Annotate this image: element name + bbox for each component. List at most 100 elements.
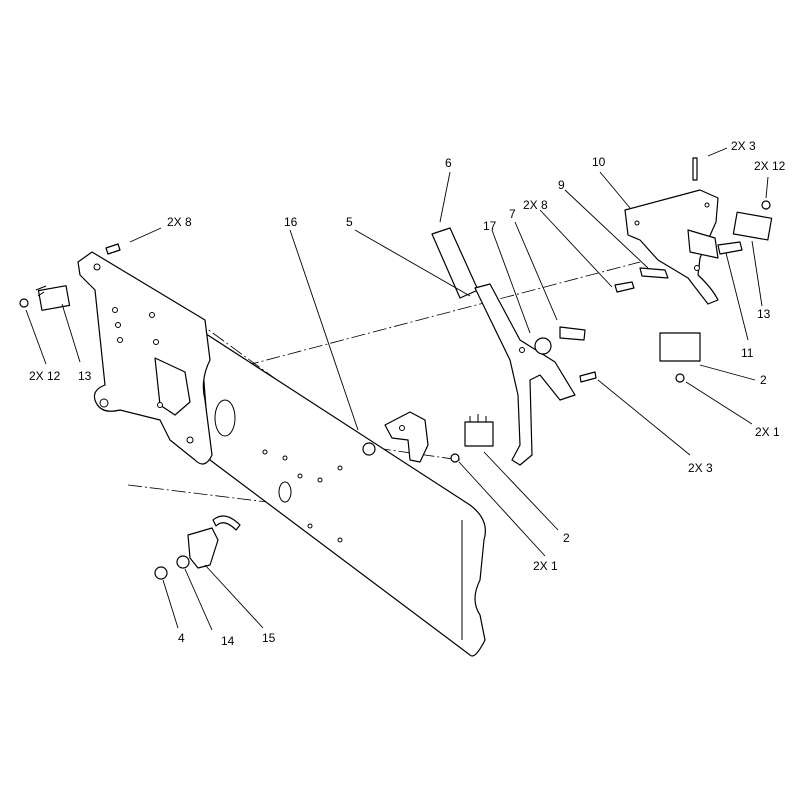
left-plate-cutout [154,357,191,416]
lever-assembly [431,227,597,466]
leader-5 [354,229,471,297]
leader-1-right [685,381,753,425]
plate-hole [157,402,163,408]
plate-hole [186,436,194,444]
lower-right-switch-assembly [659,332,701,383]
frame-hole [214,399,236,437]
label-15: 15 [262,631,276,645]
frame-hole [278,481,292,503]
leader-7 [514,221,558,321]
leader-8-right [539,209,613,288]
label-4: 4 [178,631,185,645]
left-switch-body [37,285,71,311]
bolt-11 [717,241,743,255]
leader-13-right [751,240,763,307]
frame-hole [337,465,343,471]
plate-hole [117,337,123,343]
screw-3-top [692,157,698,181]
leader-2-right [699,364,756,381]
right-nut [761,200,771,210]
label-2-mid: 2 [563,531,570,545]
middle-switch-assembly [450,414,494,463]
washer-14 [176,555,190,569]
label-2x1-right: 2X 1 [755,425,780,439]
leader-lines [25,147,769,631]
leader-10 [599,171,631,209]
label-2x3-top: 2X 3 [731,139,756,153]
lever-hole [519,347,525,353]
bracket-hole [694,265,700,271]
screw-3-mid [579,371,597,383]
leader-2-mid [483,451,559,531]
left-plate-outline [77,251,213,465]
washer-17 [534,337,552,355]
leader-3-mid [597,379,691,456]
label-17: 17 [483,219,497,233]
hex-nut-16 [362,442,376,456]
center-line-upper [159,261,641,389]
bracket-hole [399,425,405,431]
nut-4 [154,566,168,580]
middle-nut [450,453,460,463]
label-2x8-right: 2X 8 [523,198,548,212]
left-switch-terminals [35,285,47,297]
screw-8-right [614,281,635,293]
middle-switch-body [464,421,494,447]
leader-4 [162,579,179,629]
center-bracket [362,411,429,463]
frame-hole [262,449,268,455]
lever-arm-5 [474,283,576,466]
frame-panel [199,329,486,657]
label-2x1-mid: 2X 1 [533,559,558,573]
middle-switch-terminals [469,414,487,422]
frame-hole [297,473,303,479]
leader-17 [491,229,531,334]
left-mounting-plate [77,251,213,465]
label-13-right: 13 [757,307,771,321]
label-11: 11 [741,346,754,360]
leader-3-top [707,147,728,157]
label-16: 16 [284,215,298,229]
frame-hole [337,537,343,543]
frame-hole [317,477,323,483]
right-switch-assembly [717,200,773,255]
leader-1-mid [458,461,546,557]
label-2x8-left: 2X 8 [167,215,192,229]
lower-right-nut [675,373,685,383]
label-2-right: 2 [760,373,767,387]
bottom-left-hardware [154,515,241,580]
clip [212,515,241,531]
plate-hole [112,307,118,313]
bracket-hole [704,202,710,208]
plate-hole [115,322,121,328]
label-13-left: 13 [78,369,92,383]
label-9: 9 [558,178,565,192]
callout-labels: 16 5 6 17 7 2X 8 9 10 2X 3 2X 12 13 11 2… [29,139,786,648]
leader-14 [184,568,213,631]
leader-13-left [61,303,81,363]
leader-12-right [765,176,769,199]
label-7: 7 [509,207,516,221]
leader-12-left [25,309,47,365]
plate-hole [149,312,155,318]
left-screw [105,243,121,255]
bracket-hole [634,220,640,226]
pin-9 [639,267,669,279]
frame-hole [282,455,288,461]
bolt-7 [559,326,586,341]
lower-right-switch-body [659,332,701,362]
label-6: 6 [445,156,452,170]
plate-hole [153,339,159,345]
right-switch-body [732,211,773,241]
upper-right-bracket [614,157,719,305]
label-2x3-mid: 2X 3 [688,461,713,475]
bracket-tab [687,229,719,259]
plate-hole [93,263,101,271]
leader-6 [439,171,451,223]
left-nut [19,298,29,308]
frame-hole [307,523,313,529]
leader-8-left [129,227,162,243]
label-14: 14 [221,634,235,648]
leader-11 [725,252,749,341]
